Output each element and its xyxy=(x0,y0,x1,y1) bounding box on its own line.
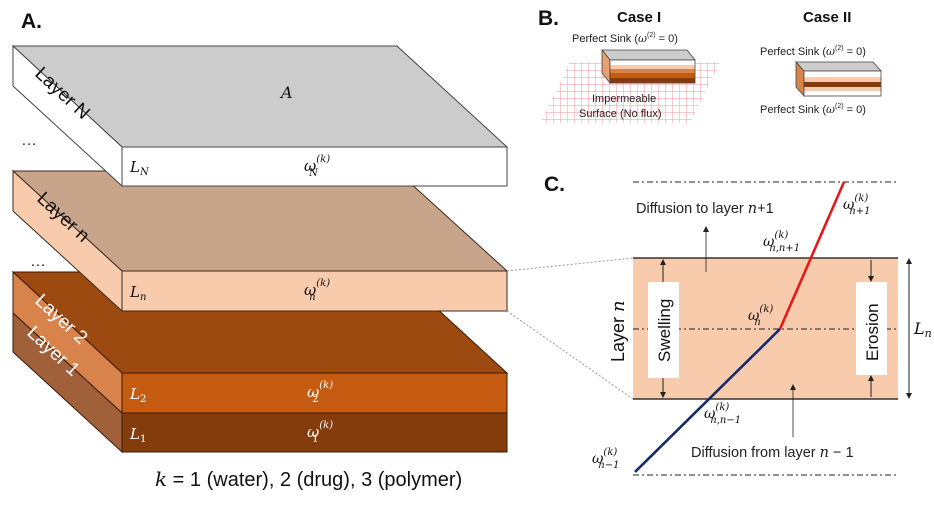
layer-n-vertical-label: Layer n xyxy=(608,300,629,362)
layer-n-mass-fraction: ω(k)n xyxy=(304,278,330,303)
layer-N-mass-fraction: ω(k)N xyxy=(304,154,330,179)
ellipsis-lower: … xyxy=(30,253,46,270)
omega-n-label: ω(k)n xyxy=(748,304,773,328)
omega-n-n-minus-1-label: ω(k)n,n−1 xyxy=(704,402,741,426)
area-label: A xyxy=(279,83,293,102)
layer-n-thickness: Ln xyxy=(129,283,146,303)
surface-label-line2: Surface (No flux) xyxy=(579,108,662,120)
case-1-layer-stack xyxy=(601,48,696,85)
lower-concentration-profile xyxy=(634,328,781,473)
layer-n-slab: Layer n Ln ω(k)n xyxy=(11,169,509,313)
panel-a: A. Layer 2 Layer 1 L2 ω(k)2 L1 ω(k)1 Lay… xyxy=(11,10,509,491)
case-1: Case I Perfect Sink (ω(2) = 0) Impermeab… xyxy=(540,9,720,123)
diffusion-down-arrowhead xyxy=(790,384,796,390)
erosion-arrowhead-up xyxy=(868,375,874,381)
erosion-label: Erosion xyxy=(863,303,882,361)
layer-1-thickness: L1 xyxy=(129,425,146,445)
panel-c: C. Swelling Erosion Layer n Ln Diffusion… xyxy=(544,173,932,476)
erosion-arrowhead-down xyxy=(868,276,874,282)
case-2-bottom-boundary: Perfect Sink (ω(2) = 0) xyxy=(760,103,866,116)
omega-n-minus-1-label: ω(k)n−1 xyxy=(592,447,619,471)
case-2-top-boundary: Perfect Sink (ω(2) = 0) xyxy=(760,45,866,58)
layer-2-thickness: L2 xyxy=(129,385,146,405)
layer-1-front-face xyxy=(121,412,508,453)
case-1-title: Case I xyxy=(617,9,661,26)
upper-concentration-profile xyxy=(778,181,846,330)
layer-1-mass-fraction: ω(k)1 xyxy=(307,420,333,445)
omega-n-n-plus-1-label: ω(k)n,n+1 xyxy=(763,230,800,254)
layer-N-front-face xyxy=(121,146,508,187)
panel-c-label: C. xyxy=(544,173,565,196)
thickness-arrowhead-top xyxy=(906,258,912,264)
zoom-connector-top xyxy=(506,257,634,272)
diffusion-up-arrowhead xyxy=(703,226,709,232)
omega-n-plus-1-label: ω(k)n+1 xyxy=(843,193,870,217)
thickness-arrowhead-bottom xyxy=(906,393,912,399)
layer-2-front-face xyxy=(121,372,508,414)
thickness-label: Ln xyxy=(913,319,932,340)
case-2: Case II Perfect Sink (ω(2) = 0) Perfect … xyxy=(760,9,882,116)
layer-2-mass-fraction: ω(k)2 xyxy=(307,380,333,405)
case-2-title: Case II xyxy=(803,9,851,26)
case-1-top-boundary: Perfect Sink (ω(2) = 0) xyxy=(572,32,678,45)
panel-b: B. Case I Perfect Sink (ω(2) = 0) Imperm… xyxy=(538,7,882,123)
diffusion-down-label: Diffusion from layer n − 1 xyxy=(691,445,854,461)
ellipsis-upper: … xyxy=(21,132,37,149)
case-2-layer-stack xyxy=(795,60,882,98)
diffusion-up-label: Diffusion to layer n+1 xyxy=(636,201,774,217)
erosion-box xyxy=(856,282,887,375)
swelling-box xyxy=(648,282,679,378)
surface-label-line1: Impermeable xyxy=(592,93,656,105)
zoom-connector-bottom xyxy=(506,310,634,400)
layer-n-front-face xyxy=(121,270,508,312)
layer-N-slab: Layer N A LN ω(k)N xyxy=(11,44,509,188)
species-caption: k = 1 (water), 2 (drug), 3 (polymer) xyxy=(155,467,462,491)
swelling-arrowhead-down xyxy=(660,392,666,398)
panel-a-label: A. xyxy=(21,10,42,33)
layer-N-thickness: LN xyxy=(129,158,150,178)
swelling-arrowhead-up xyxy=(660,259,666,265)
swelling-label: Swelling xyxy=(655,299,674,362)
panel-b-label: B. xyxy=(538,7,559,30)
